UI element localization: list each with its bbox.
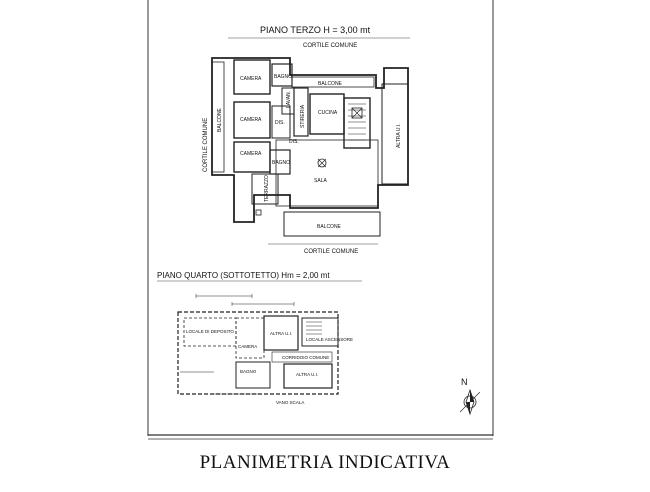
third-floor-title: PIANO TERZO H = 3,00 mt — [260, 25, 371, 35]
third-floor-plan — [211, 57, 409, 237]
right-unit-label: ALTRA U.I. — [396, 123, 402, 148]
room-camera-2: CAMERA — [240, 117, 262, 123]
room-stireria: STIRERIA — [300, 104, 306, 128]
room-altra-ui-1: ALTRA U.I. — [270, 331, 292, 336]
room-balcone-left: BALCONE — [217, 107, 223, 132]
room-corridoio-comune: CORRIDOIO COMUNE — [282, 355, 329, 360]
compass-north-label: N — [461, 377, 468, 387]
room-camera-attic: CAMERA — [238, 344, 257, 349]
plan-caption: PLANIMETRIA INDICATIVA — [199, 452, 451, 473]
third-floor-room-labels: CAMERA CAMERA CAMERA BAGNO BAGNO DIS. DI… — [217, 74, 343, 230]
compass-icon: N — [459, 377, 481, 416]
room-balcone-bottom: BALCONE — [317, 224, 342, 230]
room-terrazzo: TERRAZZO — [264, 175, 270, 202]
room-bagno-1: BAGNO — [274, 74, 292, 80]
left-courtyard-label: CORTILE COMUNE — [203, 118, 209, 172]
room-camera-1: CAMERA — [240, 76, 262, 82]
top-courtyard-label: CORTILE COMUNE — [303, 43, 357, 49]
room-lavanderia: LAVAN. — [286, 91, 292, 108]
room-locale-deposito: LOCALE DI DEPOSITO — [186, 329, 234, 334]
room-dis-1: DIS. — [275, 120, 285, 126]
bottom-courtyard-label: CORTILE COMUNE — [304, 249, 358, 255]
room-vano-scala: VANO SCALA — [276, 400, 304, 405]
room-cucina: CUCINA — [318, 110, 338, 116]
room-camera-3: CAMERA — [240, 151, 262, 157]
room-locale-ascensore: LOCALE ASCENSORE — [306, 337, 353, 342]
room-altra-ui-2: ALTRA U.I. — [296, 372, 318, 377]
fourth-floor-title: PIANO QUARTO (SOTTOTETTO) Hm = 2,00 mt — [157, 271, 330, 280]
fourth-floor-room-labels: LOCALE DI DEPOSITO CAMERA ALTRA U.I. LOC… — [186, 329, 353, 405]
room-bagno-2: BAGNO — [272, 160, 290, 166]
room-balcone-top: BALCONE — [318, 81, 343, 87]
room-bagno-attic: BAGNO — [240, 369, 257, 374]
fourth-floor-plan — [177, 294, 339, 395]
room-sala: SALA — [314, 178, 327, 184]
room-dis-2: DIS. — [289, 139, 299, 145]
